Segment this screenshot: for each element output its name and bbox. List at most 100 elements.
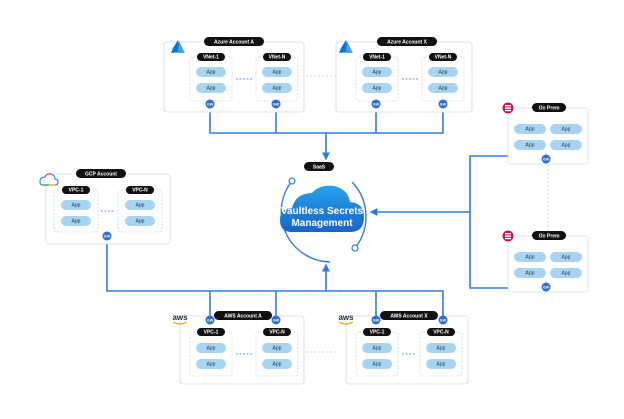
vnet-label: VNet-1 <box>369 55 385 61</box>
azure-account-a: Azure Account A VNet-1 App App GW VNet-N… <box>163 37 305 113</box>
app-label: App <box>439 70 448 76</box>
account-title: Azure Account A <box>214 39 254 45</box>
saas-title-line2: Management <box>291 218 353 229</box>
gateway-label: GW <box>543 285 550 289</box>
gateway-label: GW <box>273 318 280 322</box>
saas-label-pill <box>304 162 334 171</box>
vpc-label-pill <box>427 328 455 336</box>
azure-icon <box>339 40 353 53</box>
svg-text:aws: aws <box>172 313 188 322</box>
saas-title-line1: Vaultless Secrets <box>281 206 364 217</box>
vnet-label-pill <box>363 53 391 61</box>
onprem-title-pill <box>532 231 566 240</box>
saas-orbit-node <box>288 177 296 185</box>
on-prem-2: On Prem App App App App GW <box>502 230 589 293</box>
app-label: App <box>207 70 216 76</box>
account-title-pill <box>214 311 272 320</box>
app-label: App <box>437 362 446 368</box>
vpc-label-pill <box>126 186 154 194</box>
vpc-label: VPC-N <box>132 188 148 194</box>
bottom-bus-line <box>106 236 444 316</box>
vnet-label-pill <box>263 53 291 61</box>
app-card <box>262 343 292 353</box>
app-card <box>196 343 226 353</box>
app-label: App <box>373 346 382 352</box>
app-card <box>61 216 91 226</box>
app-label: App <box>207 346 216 352</box>
gateway-label: GW <box>440 102 447 106</box>
vnet-box <box>421 56 465 102</box>
app-label: App <box>373 70 382 76</box>
app-label: App <box>273 70 282 76</box>
gateway-label: GW <box>440 318 447 322</box>
database-icon <box>502 230 514 242</box>
azure-account-x: Azure Account X VNet-1 App App GW VNet-N… <box>335 37 473 113</box>
saas-orbit-arc-right <box>351 181 367 249</box>
app-card <box>550 140 582 150</box>
gateway-node <box>438 99 448 109</box>
gateway-node <box>205 99 215 109</box>
app-label: App <box>273 362 282 368</box>
app-label: App <box>526 255 535 261</box>
gateway-node <box>541 282 551 292</box>
account-title: AWS Account X <box>390 313 428 319</box>
account-title-pill <box>377 37 437 46</box>
vpc-label-pill <box>62 186 90 194</box>
gateway-node <box>371 99 381 109</box>
app-card <box>125 216 155 226</box>
app-label: App <box>526 127 535 133</box>
vnet-label: VNet-N <box>435 55 452 61</box>
account-title: Azure Account X <box>387 39 427 45</box>
vpc-label: VPC-N <box>433 330 449 336</box>
gateway-label: GW <box>543 157 550 161</box>
vpc-box <box>189 331 233 377</box>
app-label: App <box>526 143 535 149</box>
app-card <box>362 343 392 353</box>
app-card <box>428 67 458 77</box>
app-card <box>550 124 582 134</box>
azure-icon <box>171 40 185 53</box>
gateway-node <box>205 315 215 325</box>
vpc-label-pill <box>363 328 391 336</box>
gateway-node <box>271 99 281 109</box>
vnet-label: VNet-N <box>269 55 286 61</box>
gateway-label: GW <box>373 102 380 106</box>
app-card <box>196 359 226 369</box>
app-label: App <box>72 203 81 209</box>
app-card <box>196 67 226 77</box>
app-card <box>262 83 292 93</box>
app-label: App <box>526 271 535 277</box>
app-card <box>428 83 458 93</box>
vnet-label: VNet-1 <box>203 55 219 61</box>
account-title-pill <box>76 169 126 178</box>
app-label: App <box>562 127 571 133</box>
gateway-label: GW <box>104 234 111 238</box>
app-label: App <box>562 271 571 277</box>
saas-hub: SaaS Vaultless Secrets Management <box>280 162 367 263</box>
app-card <box>362 67 392 77</box>
gateway-label: GW <box>207 102 214 106</box>
app-label: App <box>273 346 282 352</box>
gateway-node <box>438 315 448 325</box>
app-label: App <box>373 86 382 92</box>
app-card <box>550 268 582 278</box>
vpc-box <box>419 331 463 377</box>
vnet-box <box>255 56 299 102</box>
gateway-node <box>371 315 381 325</box>
vpc-label-pill <box>197 328 225 336</box>
vnet-label-pill <box>197 53 225 61</box>
gateway-node <box>102 231 112 241</box>
onprem-title-pill <box>532 103 566 112</box>
account-title: AWS Account A <box>224 313 262 319</box>
app-label: App <box>437 346 446 352</box>
on-prem-1: On Prem App App App App GW <box>502 102 589 165</box>
app-label: App <box>562 143 571 149</box>
app-card <box>362 359 392 369</box>
saas-label: SaaS <box>313 164 326 170</box>
vpc-box <box>355 331 399 377</box>
gateway-label: GW <box>207 318 214 322</box>
vpc-box <box>255 331 299 377</box>
aws-icon: aws <box>172 313 188 325</box>
